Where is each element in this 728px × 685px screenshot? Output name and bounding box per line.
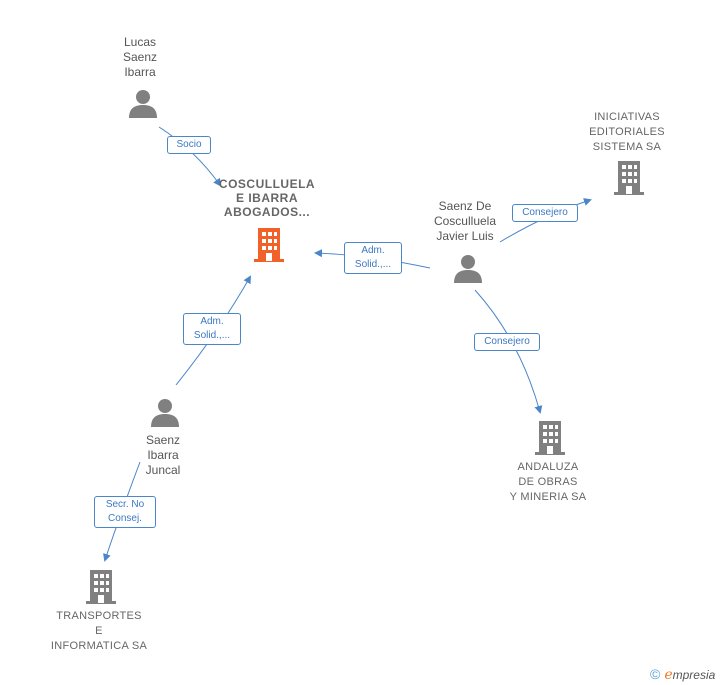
brand-logo-initial: e <box>664 667 673 683</box>
building-icon[interactable] <box>613 160 645 196</box>
edge-label-adm-javier[interactable]: Adm. Solid.,... <box>344 242 402 274</box>
person-icon[interactable] <box>149 397 181 429</box>
node-label-lucas[interactable]: Lucas Saenz Ibarra <box>122 35 158 79</box>
edge-label-consejero-andaluza[interactable]: Consejero <box>474 333 540 351</box>
copyright-icon: © <box>650 666 661 682</box>
node-label-transportes[interactable]: TRANSPORTES E INFORMATICA SA <box>50 610 148 652</box>
building-icon[interactable] <box>85 569 117 605</box>
person-icon[interactable] <box>127 88 159 120</box>
edge-label-adm-juncal[interactable]: Adm. Solid.,... <box>183 313 241 345</box>
node-label-cosculluela[interactable]: COSCULLUELA E IBARRA ABOGADOS... <box>218 177 316 219</box>
edge-javier-to-andaluza <box>474 289 543 414</box>
node-label-saenz-juncal[interactable]: Saenz Ibarra Juncal <box>145 433 181 477</box>
node-label-saenz-javier[interactable]: Saenz De Cosculluela Javier Luis <box>433 199 497 243</box>
brand-logo-text: mpresia <box>672 668 716 682</box>
node-label-andaluza[interactable]: ANDALUZA DE OBRAS Y MINERIA SA <box>509 461 587 503</box>
building-icon[interactable] <box>253 227 285 263</box>
edge-label-consejero-iniciativas[interactable]: Consejero <box>512 204 578 222</box>
person-icon[interactable] <box>452 253 484 285</box>
edge-label-socio[interactable]: Socio <box>167 136 211 154</box>
edge-label-secr[interactable]: Secr. No Consej. <box>94 496 156 528</box>
node-label-iniciativas[interactable]: INICIATIVAS EDITORIALES SISTEMA SA <box>589 111 665 153</box>
empresia-watermark: ©empresia <box>650 666 715 683</box>
building-icon[interactable] <box>534 420 566 456</box>
